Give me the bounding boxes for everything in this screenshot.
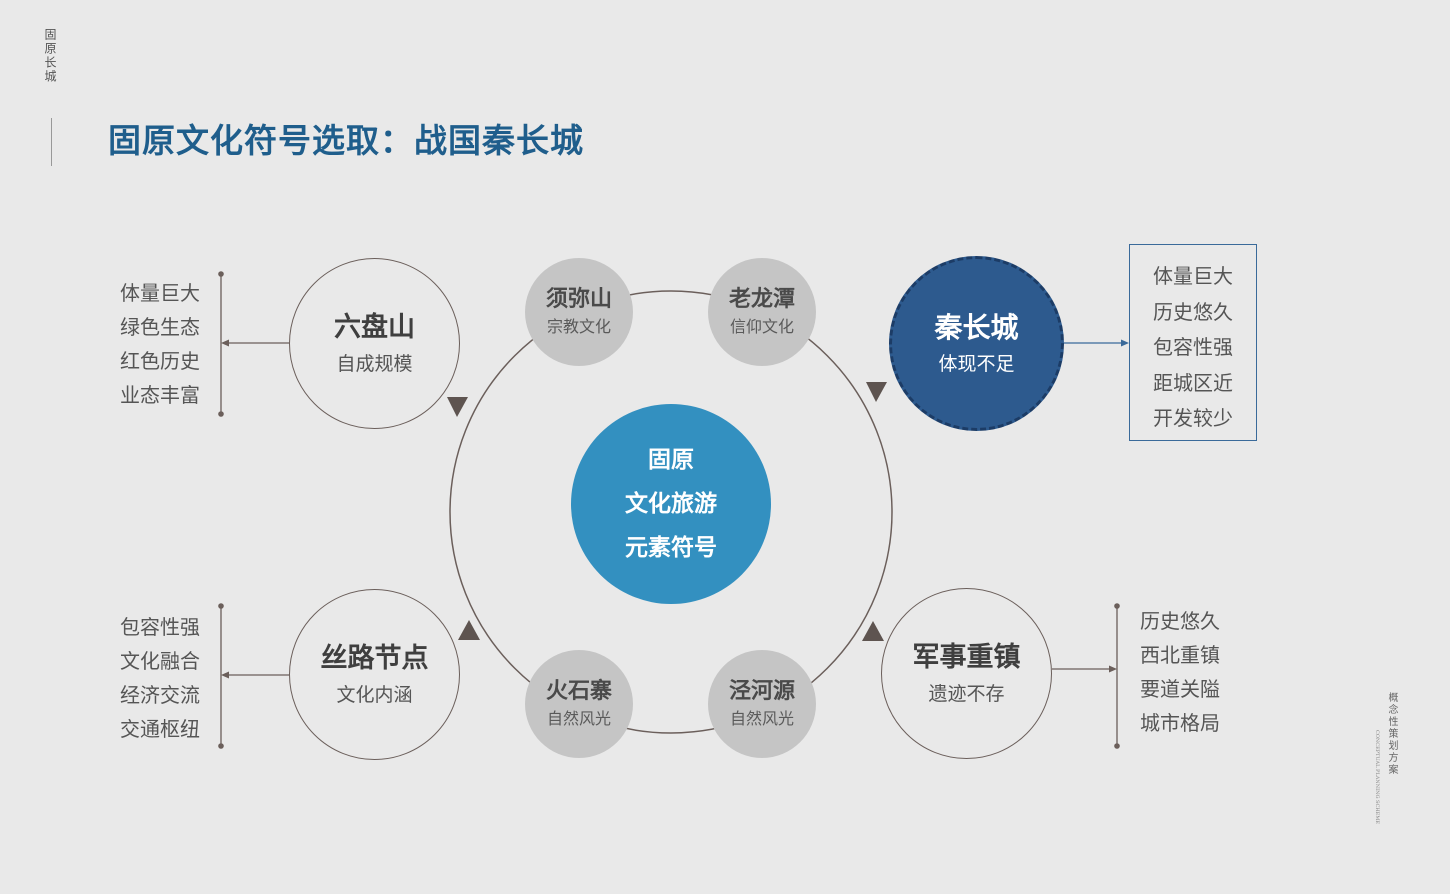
- node-sub: 文化内涵: [336, 683, 413, 706]
- list-item: 体量巨大: [1153, 264, 1233, 288]
- side-label-bottom-en: CONCEPTUAL PLANNING SCHEME: [1374, 730, 1380, 825]
- list-item: 距城区近: [1153, 370, 1233, 395]
- bracket-dot: [218, 411, 224, 417]
- node-name: 老龙潭: [728, 287, 795, 312]
- node-sub: 自成规模: [336, 352, 413, 375]
- center-circle: 固原 文化旅游 元素符号: [571, 404, 771, 604]
- list-item: 红色历史: [120, 349, 200, 373]
- list-item: 西北重镇: [1140, 643, 1220, 667]
- side-label-top: 固原长城: [43, 28, 57, 84]
- attribute-list-liupanshan: 体量巨大 绿色生态 红色历史 业态丰富: [120, 276, 200, 412]
- side-divider-top: [51, 118, 52, 166]
- node-name: 军事重镇: [912, 641, 1021, 673]
- list-item: 历史悠久: [1153, 299, 1233, 324]
- arrowhead: [221, 671, 229, 679]
- arrowhead: [1109, 665, 1117, 673]
- node-jingheyuan: 泾河源 自然风光: [708, 650, 816, 758]
- node-laolongtan: 老龙潭 信仰文化: [708, 258, 816, 366]
- arrowhead: [1121, 339, 1129, 347]
- node-sub: 自然风光: [546, 709, 611, 728]
- list-item: 文化融合: [120, 649, 200, 673]
- triangle-down-icon: [447, 397, 468, 417]
- attribute-list-junshi: 历史悠久 西北重镇 要道关隘 城市格局: [1140, 604, 1220, 740]
- list-item: 要道关隘: [1140, 677, 1220, 701]
- node-xumishan: 须弥山 宗教文化: [525, 258, 633, 366]
- list-item: 经济交流: [120, 683, 200, 707]
- node-silu: 丝路节点 文化内涵: [289, 589, 460, 760]
- list-item: 体量巨大: [120, 281, 200, 305]
- page-title: 固原文化符号选取：战国秦长城: [108, 121, 584, 160]
- node-name: 须弥山: [545, 287, 612, 312]
- bracket-dot: [218, 603, 224, 609]
- node-name: 秦长城: [934, 310, 1019, 344]
- side-label-bottom: 概念性策划方案: [1386, 692, 1397, 776]
- node-sub: 遗迹不存: [928, 682, 1005, 705]
- list-item: 绿色生态: [120, 315, 200, 339]
- bracket-dot: [218, 743, 224, 749]
- node-sub: 宗教文化: [546, 317, 611, 336]
- node-sub: 自然风光: [729, 709, 794, 728]
- center-line-3: 元素符号: [625, 535, 717, 561]
- triangle-up-icon: [458, 620, 480, 640]
- list-item: 交通枢纽: [120, 717, 200, 741]
- attribute-list-silu: 包容性强 文化融合 经济交流 交通枢纽: [120, 610, 200, 746]
- center-line-2: 文化旅游: [625, 491, 717, 517]
- list-item: 业态丰富: [120, 383, 200, 407]
- node-junshi: 军事重镇 遗迹不存: [881, 588, 1052, 759]
- node-name: 丝路节点: [320, 642, 429, 674]
- node-liupanshan: 六盘山 自成规模: [289, 258, 460, 429]
- list-item: 包容性强: [120, 615, 200, 639]
- bracket-dot: [218, 271, 224, 277]
- triangle-up-icon: [862, 621, 884, 641]
- list-item: 历史悠久: [1140, 609, 1220, 633]
- center-line-1: 固原: [648, 447, 694, 473]
- list-item: 开发较少: [1153, 406, 1233, 430]
- arrowhead: [221, 339, 229, 347]
- triangle-down-icon: [866, 382, 887, 402]
- node-huoshizhai: 火石寨 自然风光: [525, 650, 633, 758]
- node-name: 六盘山: [334, 311, 415, 343]
- main-ring: [449, 290, 893, 734]
- bracket-dot: [1114, 603, 1120, 609]
- list-item: 包容性强: [1153, 335, 1233, 359]
- node-sub: 信仰文化: [729, 317, 794, 336]
- node-name: 泾河源: [728, 679, 795, 704]
- bracket-dot: [1114, 743, 1120, 749]
- list-item: 城市格局: [1140, 711, 1220, 735]
- node-name: 火石寨: [545, 679, 612, 704]
- node-qinchangcheng: 秦长城 体现不足: [889, 256, 1064, 431]
- attribute-box-qinchangcheng: 体量巨大 历史悠久 包容性强 距城区近 开发较少: [1129, 244, 1257, 441]
- node-sub: 体现不足: [938, 352, 1015, 375]
